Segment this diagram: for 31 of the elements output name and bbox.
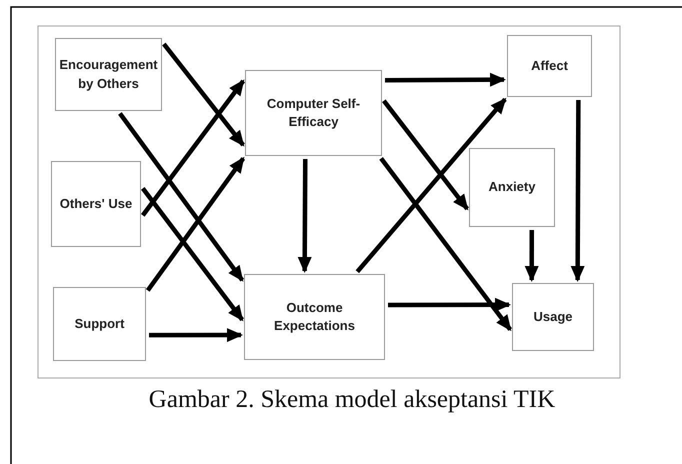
construct-box	[244, 274, 385, 360]
arrow	[141, 186, 244, 322]
outcome-box	[469, 148, 555, 227]
arrow	[118, 112, 244, 282]
arrow	[388, 298, 511, 312]
node-label: Others' Use	[60, 194, 132, 213]
node-label: Encouragement by Others	[58, 56, 159, 93]
factor-box	[51, 161, 141, 247]
arrow	[149, 328, 243, 342]
arrow	[298, 158, 312, 273]
outcome-box	[512, 283, 594, 351]
arrow	[162, 42, 245, 147]
arrow	[524, 230, 539, 282]
arrow	[141, 79, 245, 217]
node-label: Affect	[531, 56, 568, 75]
outcome-box	[507, 35, 592, 97]
node-label: Computer Self-Efficacy	[266, 94, 362, 131]
arrow	[146, 156, 246, 292]
arrow	[356, 98, 507, 274]
arrow	[570, 100, 585, 282]
construct-box	[245, 70, 382, 156]
arrow	[379, 157, 512, 332]
node-label: Anxiety	[488, 178, 536, 196]
factor-box	[55, 38, 162, 111]
arrow	[384, 72, 506, 87]
node-label: Support	[74, 314, 124, 333]
factor-box	[53, 287, 146, 361]
node-label: Usage	[533, 308, 573, 326]
figure-caption: Gambar 2. Skema model akseptansi TIK	[148, 386, 556, 414]
arrow	[382, 99, 469, 210]
node-label: Outcome Expectations	[273, 298, 356, 335]
